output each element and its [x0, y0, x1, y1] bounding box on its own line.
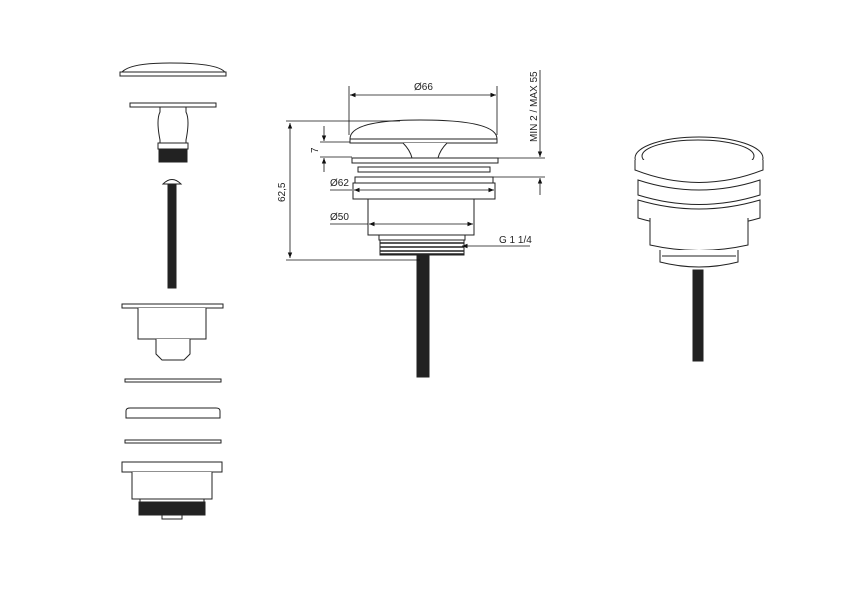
upper-body-part — [121, 303, 224, 361]
dimension-view: Ø66 62,5 7 Ø62 Ø50 G 1 1/4 MIN 2 / MAX 5… — [277, 70, 545, 378]
bolt-part — [161, 179, 183, 289]
total-height-label: 62,5 — [277, 182, 288, 202]
cap-diameter-label: Ø66 — [414, 82, 433, 93]
clamp-range-label: MIN 2 / MAX 55 — [529, 71, 540, 142]
exploded-view — [119, 62, 227, 520]
gasket-thin — [124, 378, 222, 383]
gasket-thick — [125, 407, 221, 419]
perspective-view — [634, 136, 764, 362]
lower-body-part — [121, 461, 223, 520]
flange-diameter-label: Ø62 — [330, 178, 349, 189]
thread-label: G 1 1/4 — [499, 235, 532, 246]
cap-height-label: 7 — [310, 147, 321, 153]
body-diameter-label: Ø50 — [330, 212, 349, 223]
stem-part — [129, 102, 217, 163]
gasket-thin-2 — [124, 439, 222, 444]
cap-part — [119, 62, 227, 77]
